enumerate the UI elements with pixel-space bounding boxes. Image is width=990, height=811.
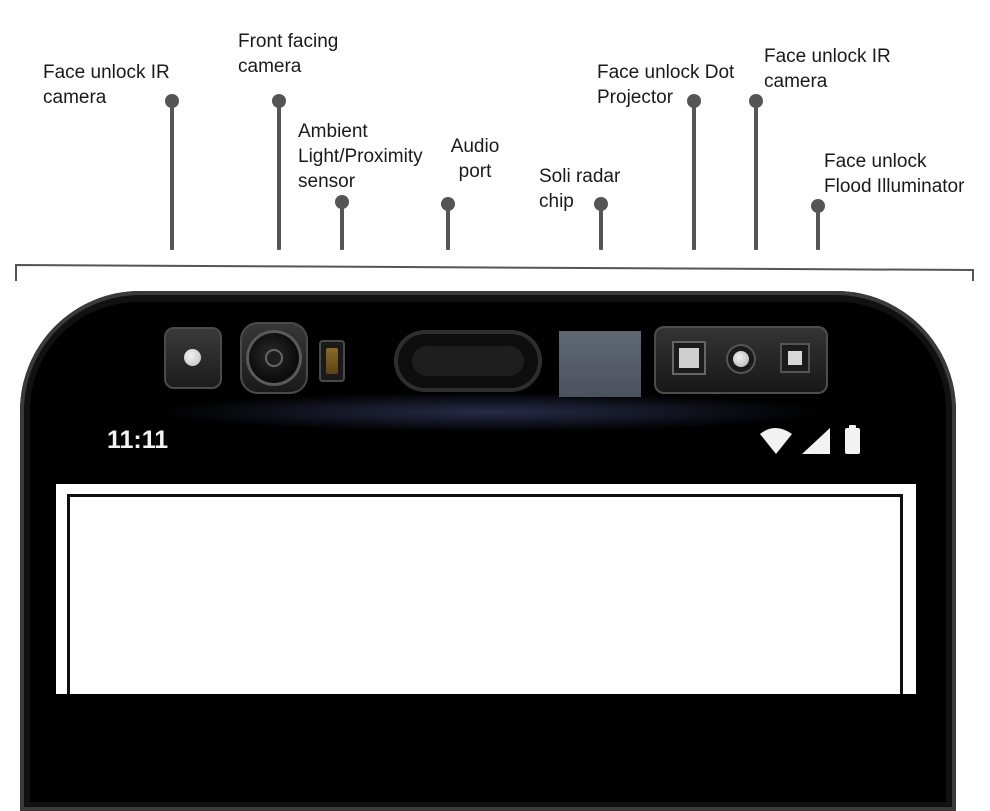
camera-lens-icon (246, 330, 302, 386)
leader-line-ir-left (170, 100, 174, 250)
leader-line-flood (816, 206, 820, 250)
bezel-glow (150, 392, 830, 432)
ir-camera-right-sensor (726, 344, 756, 374)
front-facing-camera (240, 322, 308, 394)
leader-line-dot-projector (692, 100, 696, 250)
flood-illuminator-sensor (780, 343, 810, 373)
leader-line-audio (446, 204, 450, 250)
soli-radar-chip (559, 331, 641, 397)
label-face-unlock-dot-projector: Face unlock Dot Projector (597, 62, 735, 108)
leader-line-ir-right (754, 100, 758, 250)
label-face-unlock-ir-camera-left: Face unlock IR camera (43, 62, 170, 108)
cell-signal-icon (802, 428, 830, 454)
status-time: 11:11 (107, 426, 169, 454)
dot-projector-sensor (672, 341, 706, 375)
battery-icon (845, 425, 860, 454)
audio-port (394, 330, 542, 392)
ambient-light-proximity-sensor (319, 340, 345, 382)
face-unlock-ir-camera-left (164, 327, 222, 389)
speaker-grill (412, 346, 524, 376)
label-face-unlock-ir-camera-right: Face unlock IR camera (764, 46, 891, 92)
label-soli-radar-chip: Soli radar chip (539, 166, 621, 212)
label-audio-port: Audio port (450, 136, 500, 182)
wifi-icon (760, 428, 792, 454)
leader-line-ambient (340, 202, 344, 250)
face-unlock-module (654, 326, 828, 394)
label-face-unlock-flood-illuminator: Face unlock Flood Illuminator (824, 151, 965, 197)
status-icons (758, 424, 868, 461)
leader-line-soli (599, 204, 603, 250)
ir-lens-icon (184, 349, 201, 366)
label-ambient-light-proximity-sensor: Ambient Light/Proximity sensor (298, 121, 423, 192)
width-bracket (15, 263, 974, 281)
leader-line-front-camera (277, 100, 281, 250)
screen-display (67, 494, 903, 694)
label-front-facing-camera: Front facing camera (238, 31, 339, 77)
